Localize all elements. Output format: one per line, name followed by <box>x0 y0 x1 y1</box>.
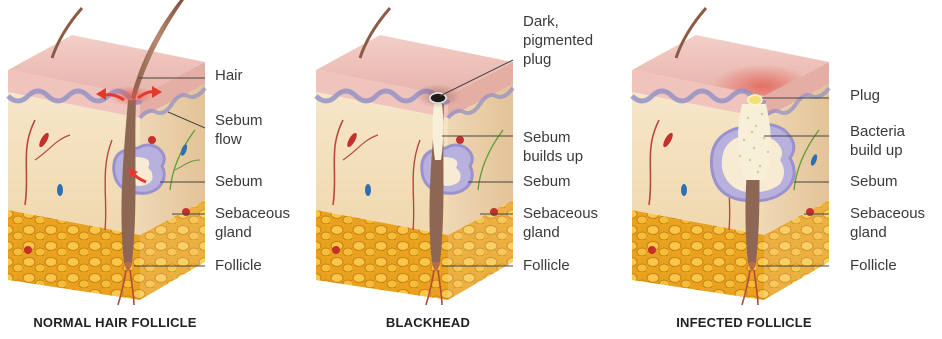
label-plug: Plug <box>850 86 880 105</box>
label-sebum-builds-up: Sebum builds up <box>523 128 583 166</box>
label-sebum: Sebum <box>523 172 571 191</box>
label-sebum-flow: Sebum flow <box>215 111 263 149</box>
label-sebum: Sebum <box>215 172 263 191</box>
label-follicle: Follicle <box>850 256 897 275</box>
label-sebum: Sebum <box>850 172 898 191</box>
label-sebaceous-gland: Sebaceous gland <box>523 204 598 242</box>
panel-caption: INFECTED FOLLICLE <box>624 315 864 330</box>
label-sebaceous-gland: Sebaceous gland <box>215 204 290 242</box>
panel-infected-follicle: Plug Bacteria build up Sebum Sebaceous g… <box>624 0 938 339</box>
label-follicle: Follicle <box>215 256 262 275</box>
normal-follicle-illustration <box>0 0 314 310</box>
panel-caption: NORMAL HAIR FOLLICLE <box>0 315 230 330</box>
panel-blackhead: Dark, pigmented plug Sebum builds up Seb… <box>308 0 622 339</box>
panel-normal-hair-follicle: Hair Sebum flow Sebum Sebaceous gland Fo… <box>0 0 314 339</box>
panel-caption: BLACKHEAD <box>308 315 548 330</box>
label-hair: Hair <box>215 66 243 85</box>
label-follicle: Follicle <box>523 256 570 275</box>
label-sebaceous-gland: Sebaceous gland <box>850 204 925 242</box>
label-bacteria-build-up: Bacteria build up <box>850 122 905 160</box>
label-dark-pigmented-plug: Dark, pigmented plug <box>523 12 593 69</box>
